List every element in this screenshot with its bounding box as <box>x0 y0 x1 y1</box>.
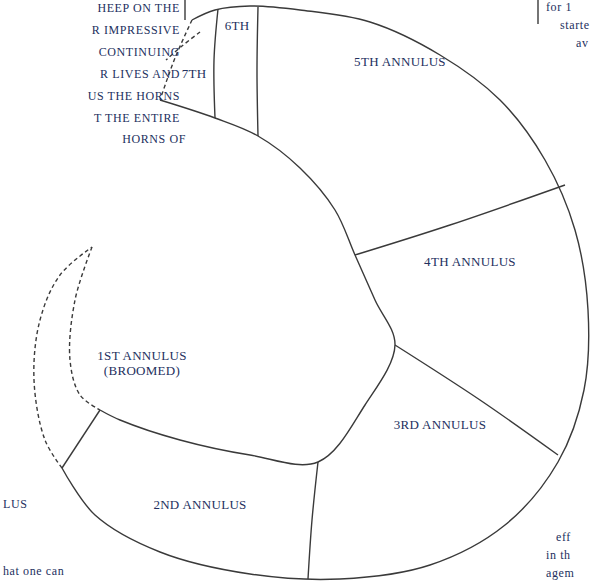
page-text-fragment: LUS <box>3 498 27 512</box>
annulus-label: 2ND ANNULUS <box>153 498 246 513</box>
annulus-boundary <box>62 410 100 468</box>
annulus-label: 6TH <box>225 19 250 34</box>
annulus-label: 1ST ANNULUS (BROOMED) <box>96 349 188 379</box>
page-text-fragment: for 1 <box>546 1 572 15</box>
page-text-fragment: agem <box>546 567 574 581</box>
page-text-fragment: HEEP ON THE <box>97 2 180 16</box>
annulus-label: 4TH ANNULUS <box>424 255 516 270</box>
page-text-fragment: R LIVES AND <box>100 68 180 82</box>
page-text-fragment: starte <box>560 19 590 33</box>
annulus-boundary <box>214 9 218 118</box>
broomed-tip-inner <box>70 247 100 410</box>
page-text-fragment: HORNS OF <box>122 133 186 147</box>
column-rule <box>537 0 538 24</box>
page-text-fragment: av <box>576 37 589 51</box>
annulus-boundary <box>395 345 558 455</box>
page-text-fragment: hat one can <box>3 565 64 579</box>
page-text-fragment: US THE HORNS <box>88 90 180 104</box>
annulus-label: 7TH <box>182 67 207 82</box>
annulus-boundary <box>308 462 318 579</box>
page-text-fragment: in th <box>546 549 571 563</box>
column-rule <box>184 0 185 20</box>
page-text-fragment: eff <box>556 531 571 545</box>
annulus-boundary <box>355 185 565 255</box>
page-text-fragment: T THE ENTIRE <box>94 112 180 126</box>
annulus-boundary <box>257 7 258 136</box>
annulus-label: 3RD ANNULUS <box>394 418 487 433</box>
horn-outer-edge <box>62 6 589 579</box>
horn-inner-edge <box>100 100 395 465</box>
page-text-fragment: CONTINUING <box>99 46 180 60</box>
annulus-label: 5TH ANNULUS <box>354 55 446 70</box>
page-text-fragment: R IMPRESSIVE <box>92 24 180 38</box>
